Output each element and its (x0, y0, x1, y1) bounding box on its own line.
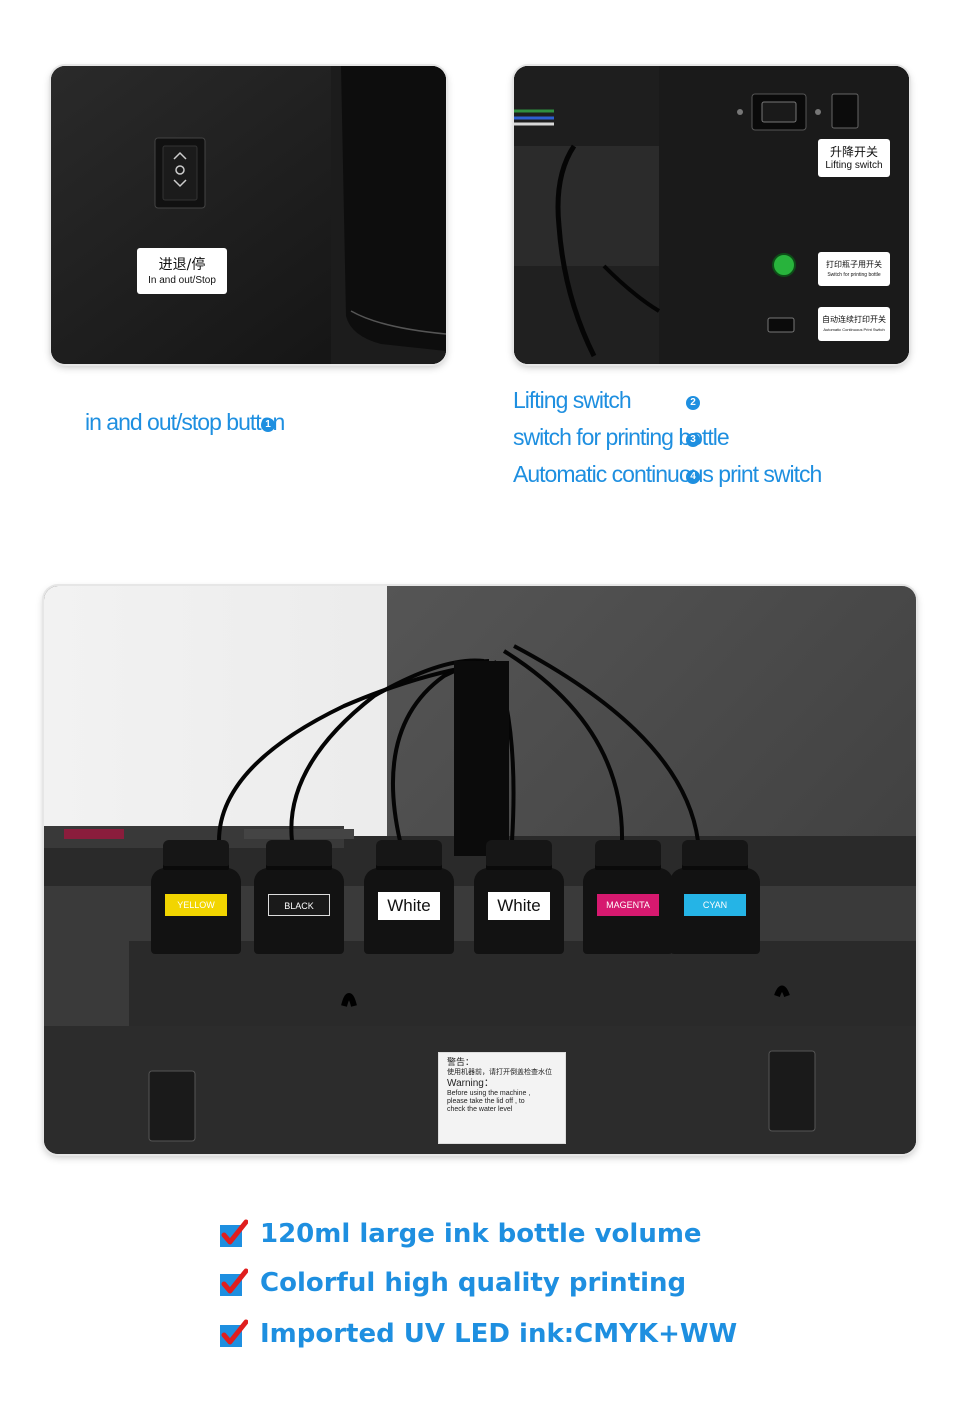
caption-lifting-switch: Lifting switch (513, 387, 632, 413)
number-badge-1: 1 (261, 418, 275, 432)
checkmark-icon (220, 1268, 248, 1296)
feature-item: Imported UV LED ink:CMYK+WW (218, 1314, 737, 1354)
caption-auto-continuous-switch: Automatic continuous print switch (513, 461, 822, 487)
label3-en: Automatic Continuous Print Switch (823, 327, 885, 332)
warning-cn-title: 警告： (447, 1058, 475, 1068)
bottle-cap (266, 840, 332, 870)
warning-en-line1: Before using the machine , (447, 1089, 531, 1097)
bottle-cap (163, 840, 229, 870)
bottle-color-label: CYAN (684, 894, 746, 916)
bottle-body: MAGENTA (583, 868, 673, 954)
bottle-body: YELLOW (151, 868, 241, 954)
bottle-body: White (474, 868, 564, 954)
number-badge-3: 3 (686, 433, 700, 447)
number-badge-2: 2 (686, 396, 700, 410)
label1-cn: 升降开关 (829, 145, 878, 159)
bottle-color-label: MAGENTA (597, 894, 659, 916)
warning-sticker: 警告： 使用机器前，请打开倒盖检查水位 Warning： Before usin… (438, 1052, 566, 1144)
feature-text: 120ml large ink bottle volume (260, 1219, 702, 1249)
bottle-color-label: YELLOW (165, 894, 227, 916)
bottle-cap (682, 840, 748, 870)
in-out-stop-label: 进退/停 In and out/Stop (137, 248, 227, 294)
feature-text: Imported UV LED ink:CMYK+WW (260, 1319, 738, 1349)
ink-bottle: CYAN (670, 834, 760, 954)
checkmark-icon (220, 1319, 248, 1347)
label3-cn: 自动连续打印开关 (822, 315, 886, 324)
bottle-cap (376, 840, 442, 870)
feature-item: 120ml large ink bottle volume (218, 1214, 702, 1254)
lifting-switch-label: 升降开关 Lifting switch (818, 139, 890, 177)
warning-en-line3: check the water level (447, 1105, 513, 1113)
ink-bottle: White (474, 834, 564, 954)
warning-en-line2: please take the lid off , to (447, 1097, 525, 1105)
ink-bottle: MAGENTA (583, 834, 673, 954)
photo-switch-panel: 升降开关 Lifting switch 打印瓶子用开关 Switch for p… (514, 66, 909, 364)
checkmark-icon (220, 1219, 248, 1247)
feature-item: Colorful high quality printing (218, 1263, 686, 1303)
bottle-body: BLACK (254, 868, 344, 954)
warning-en-title: Warning： (447, 1078, 494, 1090)
bottles-row: YELLOW BLACK White White MAGENTA CYAN (151, 834, 761, 954)
warning-cn-body: 使用机器前，请打开倒盖检查水位 (447, 1068, 552, 1077)
ink-bottle: White (364, 834, 454, 954)
ink-bottle: YELLOW (151, 834, 241, 954)
caption-in-out-stop-button: in and out/stop button (85, 409, 285, 435)
photo-in-out-stop-button: 进退/停 In and out/Stop (51, 66, 446, 364)
bottle-color-label: White (378, 892, 440, 920)
photo-ink-bottles: YELLOW BLACK White White MAGENTA CYAN 警告： 使用机… (44, 586, 916, 1154)
label1-en: Lifting switch (825, 160, 883, 171)
label2-cn: 打印瓶子用开关 (826, 260, 882, 269)
bottle-body: White (364, 868, 454, 954)
auto-continuous-switch-label: 自动连续打印开关 Automatic Continuous Print Swit… (818, 307, 890, 341)
ink-bottle: BLACK (254, 834, 344, 954)
printing-bottle-switch-label: 打印瓶子用开关 Switch for printing bottle (818, 252, 890, 286)
label-en: In and out/Stop (148, 275, 216, 286)
bottle-cap (486, 840, 552, 870)
label-cn: 进退/停 (158, 257, 206, 273)
bottle-color-label: White (488, 892, 550, 920)
bottle-color-label: BLACK (268, 894, 330, 916)
bottle-body: CYAN (670, 868, 760, 954)
label2-en: Switch for printing bottle (827, 272, 881, 278)
number-badge-4: 4 (686, 470, 700, 484)
bottle-cap (595, 840, 661, 870)
feature-text: Colorful high quality printing (260, 1268, 687, 1298)
